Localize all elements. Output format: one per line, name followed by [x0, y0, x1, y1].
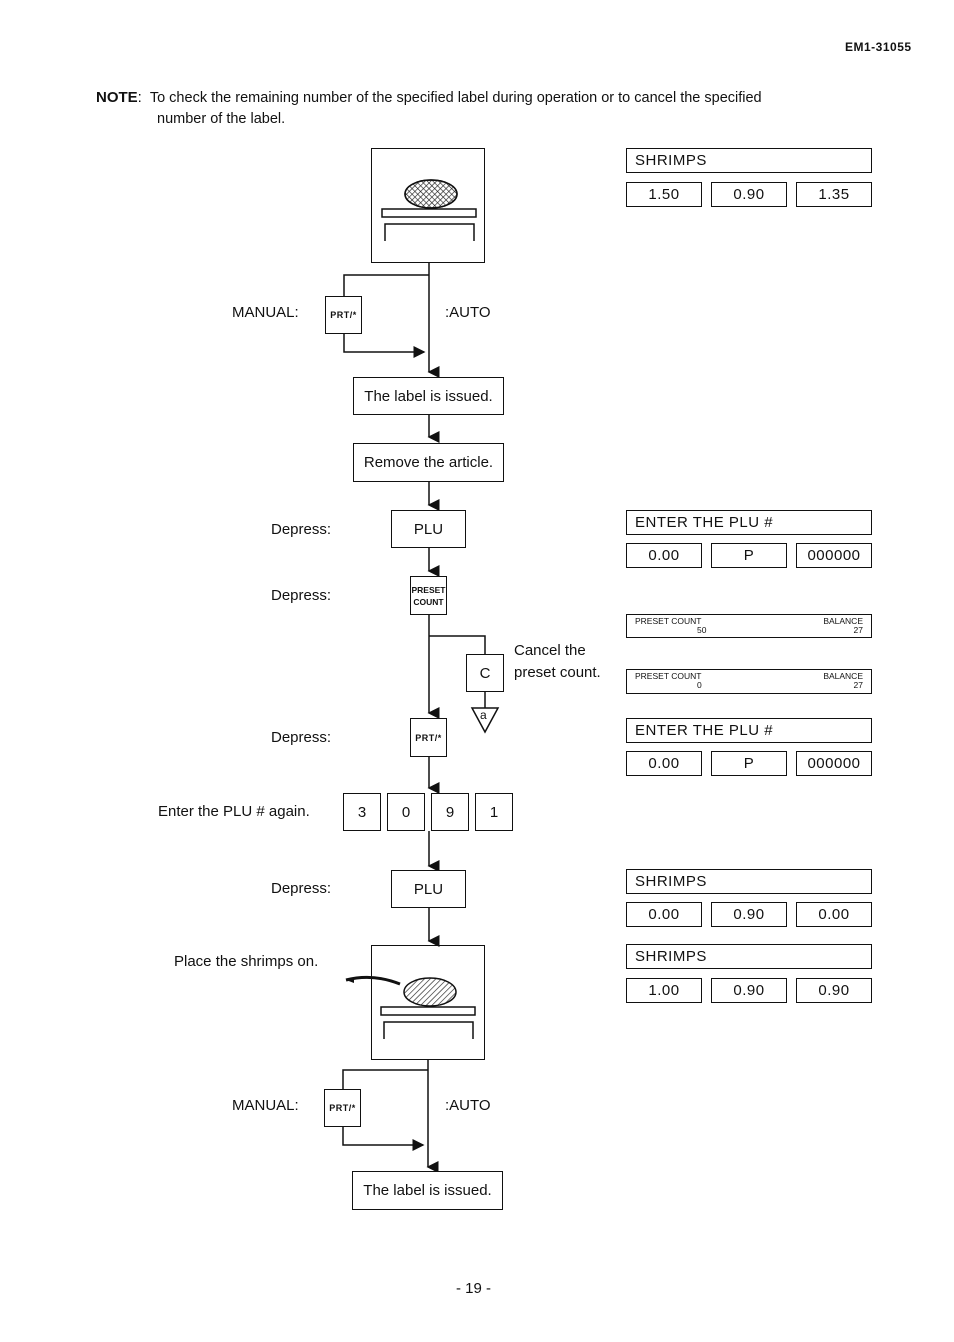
- depress-label-3: Depress:: [271, 729, 332, 746]
- display-3-left-label: PRESET COUNT: [635, 616, 702, 626]
- display-3-right-value: 27: [853, 625, 863, 635]
- scale-icon: [381, 179, 477, 241]
- display-1-value-3: 1.35: [796, 182, 872, 207]
- display-2-title: ENTER THE PLU #: [626, 510, 872, 535]
- display-2-value-2: P: [711, 543, 787, 568]
- note-label: NOTE: [96, 89, 138, 106]
- display-1-value-1: 1.50: [626, 182, 702, 207]
- display-4-preset-count: PRESET COUNT BALANCE 0 27: [626, 669, 872, 694]
- display-5-value-1: 0.00: [626, 751, 702, 776]
- enter-plu-again-label: Enter the PLU # again.: [158, 803, 310, 820]
- manual-label-1: MANUAL:: [232, 304, 299, 321]
- note-text-2: number of the label.: [157, 111, 286, 127]
- display-5-value-3: 000000: [796, 751, 872, 776]
- scale-illustration-1: [371, 148, 485, 263]
- display-1-title: SHRIMPS: [626, 148, 872, 173]
- scale-with-shrimps-icon: [380, 977, 476, 1039]
- display-3-right-label: BALANCE: [823, 616, 863, 626]
- display-6-value-1: 0.00: [626, 902, 702, 927]
- display-2-value-1: 0.00: [626, 543, 702, 568]
- display-3-left-value: 50: [697, 625, 707, 635]
- display-6-value-3: 0.00: [796, 902, 872, 927]
- note-colon: :: [137, 89, 142, 106]
- cancel-text-2: preset count.: [514, 664, 601, 681]
- place-shrimps-label: Place the shrimps on.: [174, 953, 319, 970]
- preset-count-key[interactable]: PRESET COUNT: [410, 576, 447, 615]
- display-7-value-2: 0.90: [711, 978, 787, 1003]
- preset-count-key-line2: COUNT: [413, 596, 444, 607]
- depress-label-4: Depress:: [271, 880, 332, 897]
- label-issued-step-2: The label is issued.: [352, 1171, 503, 1210]
- note-line-1: NOTE: To check the remaining number of th…: [96, 89, 762, 106]
- c-key[interactable]: C: [466, 654, 504, 692]
- display-6-title: SHRIMPS: [626, 869, 872, 894]
- triangle-marker-label: a: [480, 708, 487, 722]
- digit-key-9[interactable]: 9: [431, 793, 469, 831]
- auto-label-2: :AUTO: [445, 1097, 491, 1114]
- plu-key-2[interactable]: PLU: [391, 870, 466, 908]
- depress-label-2: Depress:: [271, 587, 332, 604]
- display-6-value-2: 0.90: [711, 902, 787, 927]
- display-4-right-value: 27: [853, 680, 863, 690]
- page-number: - 19 -: [456, 1280, 492, 1297]
- display-7-title: SHRIMPS: [626, 944, 872, 969]
- prt-key-1[interactable]: PRT/*: [325, 296, 362, 334]
- display-4-left-value: 0: [697, 680, 702, 690]
- prt-key-2[interactable]: PRT/*: [410, 718, 447, 757]
- note-text-1: To check the remaining number of the spe…: [149, 90, 762, 106]
- cancel-text-1: Cancel the: [514, 642, 586, 659]
- remove-article-step: Remove the article.: [353, 443, 504, 482]
- display-7-value-1: 1.00: [626, 978, 702, 1003]
- display-3-preset-count: PRESET COUNT BALANCE 50 27: [626, 614, 872, 638]
- label-issued-step-1: The label is issued.: [353, 377, 504, 415]
- digit-key-0[interactable]: 0: [387, 793, 425, 831]
- placing-arrow-icon: [345, 975, 401, 986]
- scale-illustration-2: [371, 945, 485, 1060]
- display-5-value-2: P: [711, 751, 787, 776]
- plu-key-1[interactable]: PLU: [391, 510, 466, 548]
- display-4-left-label: PRESET COUNT: [635, 671, 702, 681]
- preset-count-key-line1: PRESET: [411, 584, 446, 595]
- depress-label-1: Depress:: [271, 521, 332, 538]
- digit-key-1[interactable]: 1: [475, 793, 513, 831]
- display-2-value-3: 000000: [796, 543, 872, 568]
- display-4-right-label: BALANCE: [823, 671, 863, 681]
- prt-key-3[interactable]: PRT/*: [324, 1089, 361, 1127]
- digit-key-3[interactable]: 3: [343, 793, 381, 831]
- display-1-value-2: 0.90: [711, 182, 787, 207]
- manual-label-2: MANUAL:: [232, 1097, 299, 1114]
- display-5-title: ENTER THE PLU #: [626, 718, 872, 743]
- auto-label-1: :AUTO: [445, 304, 491, 321]
- display-7-value-3: 0.90: [796, 978, 872, 1003]
- doc-code: EM1-31055: [845, 40, 912, 54]
